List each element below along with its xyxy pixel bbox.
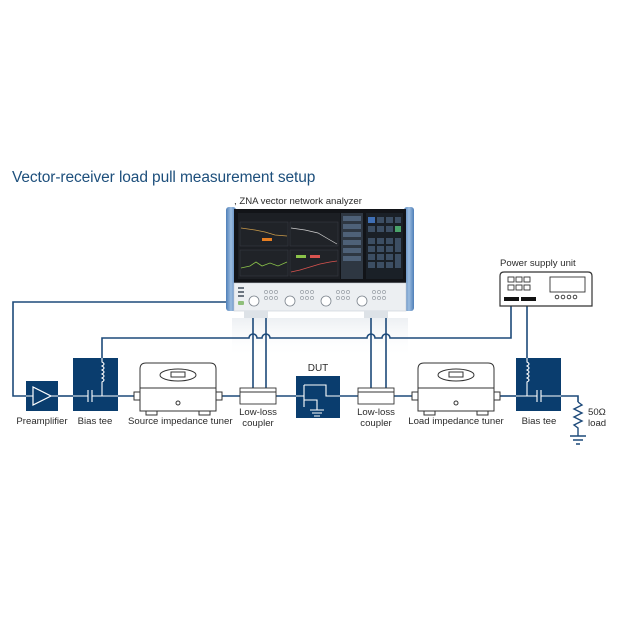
wire-vna-to-preamp bbox=[12, 301, 233, 397]
preamplifier-label: Preamplifier bbox=[16, 416, 68, 427]
load-tuner-label: Load impedance tuner bbox=[408, 416, 504, 427]
bias-tee-icon bbox=[516, 358, 561, 402]
psu-output-terminal-2 bbox=[521, 297, 536, 301]
load-label-line1: 50Ω bbox=[588, 407, 606, 418]
vna-marker-3 bbox=[296, 255, 306, 258]
load-label-line2: load bbox=[588, 418, 607, 429]
coupler-load-label-line1: Low-loss bbox=[357, 407, 395, 418]
coupler-load-block bbox=[357, 387, 395, 405]
psu-buttons bbox=[507, 276, 586, 300]
vna-port-3-connector bbox=[320, 295, 332, 307]
vna-softkey-panel bbox=[341, 213, 363, 279]
vna-front-panel bbox=[233, 282, 407, 312]
vna-marker-1 bbox=[262, 238, 272, 241]
source-impedance-tuner bbox=[133, 362, 223, 416]
vna-right-handle bbox=[404, 207, 414, 311]
impedance-tuner-icon bbox=[139, 362, 217, 412]
bias-tee-load-block bbox=[516, 358, 561, 411]
wire-psu-source-bias bbox=[101, 302, 512, 358]
power-supply-unit bbox=[499, 271, 593, 307]
load-resistor bbox=[570, 401, 586, 445]
psu-output-terminal-1 bbox=[504, 297, 519, 301]
vna-port-connectors bbox=[248, 295, 368, 307]
psu-label: Power supply unit bbox=[500, 258, 576, 269]
coupler-icon bbox=[357, 387, 395, 405]
vna-port-1-connector bbox=[248, 295, 260, 307]
vna-power-button bbox=[238, 301, 244, 305]
wiring bbox=[12, 301, 579, 402]
diagram-title: Vector-receiver load pull measurement se… bbox=[12, 169, 316, 186]
coupler-load-label-line2: coupler bbox=[360, 418, 392, 429]
transistor-icon bbox=[296, 384, 340, 417]
resistor-ground-icon bbox=[572, 401, 584, 436]
source-tuner-label: Source impedance tuner bbox=[128, 416, 233, 427]
vna-port-2-connector bbox=[284, 295, 296, 307]
vna-foot-right bbox=[364, 311, 388, 318]
vna-trace-4 bbox=[290, 260, 338, 273]
dut-block bbox=[296, 376, 340, 418]
vna-plot-grids bbox=[239, 221, 339, 277]
coupler-source-block bbox=[239, 387, 277, 405]
vna-small-connectors bbox=[264, 290, 386, 300]
vna-trace-3 bbox=[240, 261, 288, 269]
preamplifier-block bbox=[26, 381, 58, 411]
ground-icon bbox=[570, 435, 586, 445]
vna-trace-1 bbox=[240, 227, 288, 237]
bias-tee-load-label: Bias tee bbox=[521, 416, 557, 427]
vna-port-4-connector bbox=[356, 295, 368, 307]
impedance-tuner-icon bbox=[417, 362, 495, 412]
coupler-icon bbox=[239, 387, 277, 405]
bias-tee-icon bbox=[73, 358, 118, 402]
bias-tee-source-block bbox=[73, 358, 118, 411]
vna-marker-2 bbox=[310, 255, 320, 258]
coupler-source-label-line2: coupler bbox=[242, 418, 274, 429]
vna-trace-2 bbox=[290, 227, 338, 245]
vna-label: , ZNA vector network analyzer bbox=[234, 196, 362, 207]
vna-foot-left bbox=[244, 311, 268, 318]
bias-tee-source-label: Bias tee bbox=[77, 416, 113, 427]
vna-left-handle bbox=[226, 207, 236, 311]
dut-label: DUT bbox=[307, 363, 329, 374]
coupler-source-label-line1: Low-loss bbox=[239, 407, 277, 418]
load-impedance-tuner bbox=[411, 362, 501, 416]
wire-biastee-load bbox=[561, 395, 579, 402]
vna-keypad-keys bbox=[368, 217, 401, 268]
psu-display bbox=[549, 276, 586, 293]
vna-instrument bbox=[226, 207, 414, 318]
